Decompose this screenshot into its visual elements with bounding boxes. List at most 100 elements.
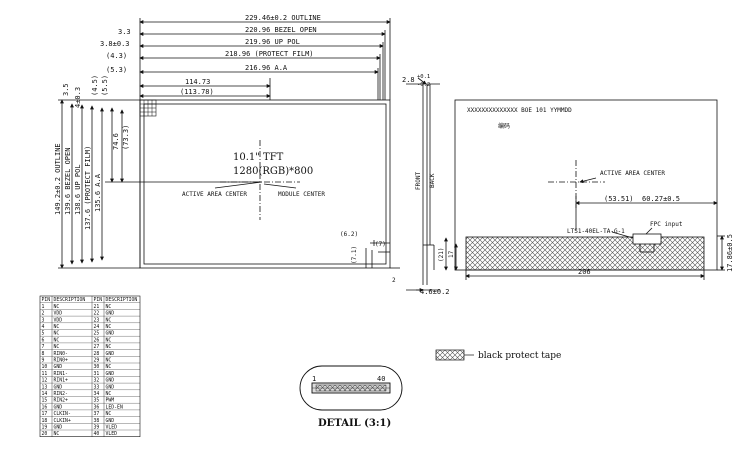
legend: black protect tape (435, 349, 561, 361)
pin-table-cell: GND (106, 384, 115, 390)
pin-table-cell: 18 (42, 418, 48, 424)
dim-aa-height: 135.6 A.A (94, 173, 102, 212)
detail-frame (299, 365, 403, 411)
pin-table-cell: VLED (106, 431, 118, 437)
side-dim-top-plus: +0.1 (417, 74, 430, 80)
dim-left-4: (5.3) (106, 66, 127, 74)
pin-table-cell: NC (54, 304, 60, 310)
pin-table-cell: RIN2- (54, 391, 69, 397)
tape-area (465, 236, 705, 271)
side-dim-bottom: 4.6±0.2 (420, 288, 450, 296)
pin-table-cell: GND (106, 418, 115, 424)
dim-left-2: 3.8±0.3 (100, 40, 130, 48)
dim-7: (7) (375, 241, 386, 248)
pin-table-cell: GND (106, 351, 115, 357)
back-label-code: XXXXXXXXXXXXXX BOE 101 YYMMDD (467, 107, 572, 114)
pin-table-cell: 24 (94, 324, 100, 330)
dim-left-3: (4.3) (106, 52, 127, 60)
back-dim-21: (21) (438, 248, 445, 262)
pin-table-cell: VDD (54, 311, 63, 317)
side-dim-top-minus: -0.2 (417, 82, 430, 88)
pin-table-cell: 21 (94, 304, 100, 310)
dim-bezel-height: 139.6 BEZEL OPEN (64, 148, 72, 215)
pin-table-cell: 10 (42, 364, 48, 370)
pin-table-cell: 23 (94, 317, 100, 323)
dim-center-v2: (73.3) (122, 125, 130, 150)
side-view-text: 2.8 +0.1 -0.2 FRONT BACK 4.6±0.2 (402, 74, 450, 296)
pin-table-cell: 34 (94, 391, 100, 397)
pin-table-cell: NC (106, 337, 112, 343)
pin-table-cell: 26 (94, 337, 100, 343)
dim-pol-width: 219.96 UP POL (245, 38, 300, 46)
pin-table-cell: LED-EN (106, 404, 123, 410)
pin-table-cell: CLKIN- (54, 411, 71, 417)
fpc-label: FPC input (650, 221, 683, 228)
pin-table-header: DESCRIPTION (106, 297, 138, 303)
side-view (406, 77, 440, 292)
detail-view-text: 1 40 DETAIL (3:1) (312, 375, 391, 429)
pin-table-cell: RIN1- (54, 371, 69, 377)
pin-table-cell: NC (106, 324, 112, 330)
pin-table-cell: NC (106, 364, 112, 370)
pin-table-cell: 7 (42, 344, 45, 350)
pin-table-cell: 32 (94, 378, 100, 384)
pin-table-cell: GND (54, 404, 63, 410)
pin-table-cell: 13 (42, 384, 48, 390)
pin-table-cell: NC (54, 337, 60, 343)
pin-table-header: DESCRIPTION (54, 297, 86, 303)
dim-2: 2 (392, 277, 396, 284)
pin-table-cell: 1 (42, 304, 45, 310)
front-view-text: 229.46±0.2 OUTLINE 220.96 BEZEL OPEN 219… (54, 14, 396, 284)
dim-pol-height: 138.6 UP POL (74, 164, 82, 215)
dim-film-width: 218.96 (PROTECT FILM) (225, 50, 314, 58)
pin-table-cell: NC (106, 304, 112, 310)
dim-7-1: (7.1) (351, 246, 358, 264)
module-center-label: MODULE CENTER (278, 191, 325, 198)
pin-table-cell: 8 (42, 351, 45, 357)
back-dim-17: 17 (448, 250, 455, 258)
legend-label: black protect tape (478, 351, 561, 361)
pin-table-cell: 28 (94, 351, 100, 357)
pin-table-cell: GND (54, 425, 63, 431)
pin-table-frame (39, 295, 141, 437)
pin-table-cell: 5 (42, 331, 45, 337)
connector-label: LTS1-40EL-TA-G-1 (567, 228, 625, 235)
fpc-connector (632, 233, 662, 245)
detail-view (299, 365, 403, 411)
active-area-center-label: ACTIVE AREA CENTER (182, 191, 247, 198)
pin-table-cell: GND (106, 378, 115, 384)
back-view-text: XXXXXXXXXXXXXX BOE 101 YYMMDD 编码 ACTIVE … (438, 107, 734, 276)
back-dim-206: 206 (578, 268, 591, 276)
pin-table-cell: 11 (42, 371, 48, 377)
pin-table-cell: 25 (94, 331, 100, 337)
dim-outline-width: 229.46±0.2 OUTLINE (245, 14, 321, 22)
dim-outline-height: 149.2±0.2 OUTLINE (54, 143, 62, 215)
pin-table-cell: 3 (42, 317, 45, 323)
pin-table-cell: NC (106, 411, 112, 417)
pin-table-cell: 30 (94, 364, 100, 370)
pin-table-cell: NC (106, 344, 112, 350)
back-label-sub: 编码 (498, 122, 510, 130)
pin-table-cell: 6 (42, 337, 45, 343)
pin-table-cell: 2 (42, 311, 45, 317)
pin-table-header: PIN (42, 297, 51, 303)
back-active-area-center: ACTIVE AREA CENTER (600, 170, 665, 177)
pin-table-cell: NC (106, 358, 112, 364)
dim-side-1: 3.5 (62, 83, 70, 96)
side-label-front: FRONT (415, 172, 422, 190)
pin-table-cell: GND (54, 384, 63, 390)
dim-aa-width: 216.96 A.A (245, 64, 288, 72)
dim-center-h: 114.73 (185, 78, 210, 86)
pin-table-cell: 22 (94, 311, 100, 317)
pin-table-cell: 39 (94, 425, 100, 431)
bezel-rect (143, 103, 387, 265)
side-label-back: BACK (429, 173, 436, 188)
pin-table-cell: NC (54, 431, 60, 437)
pin-table-cell: 31 (94, 371, 100, 377)
pin-table-cell: 38 (94, 418, 100, 424)
pin-table-cell: VDD (54, 317, 63, 323)
model-line-1: 10.1" TFT (233, 152, 284, 163)
pin-table-cell: 16 (42, 404, 48, 410)
